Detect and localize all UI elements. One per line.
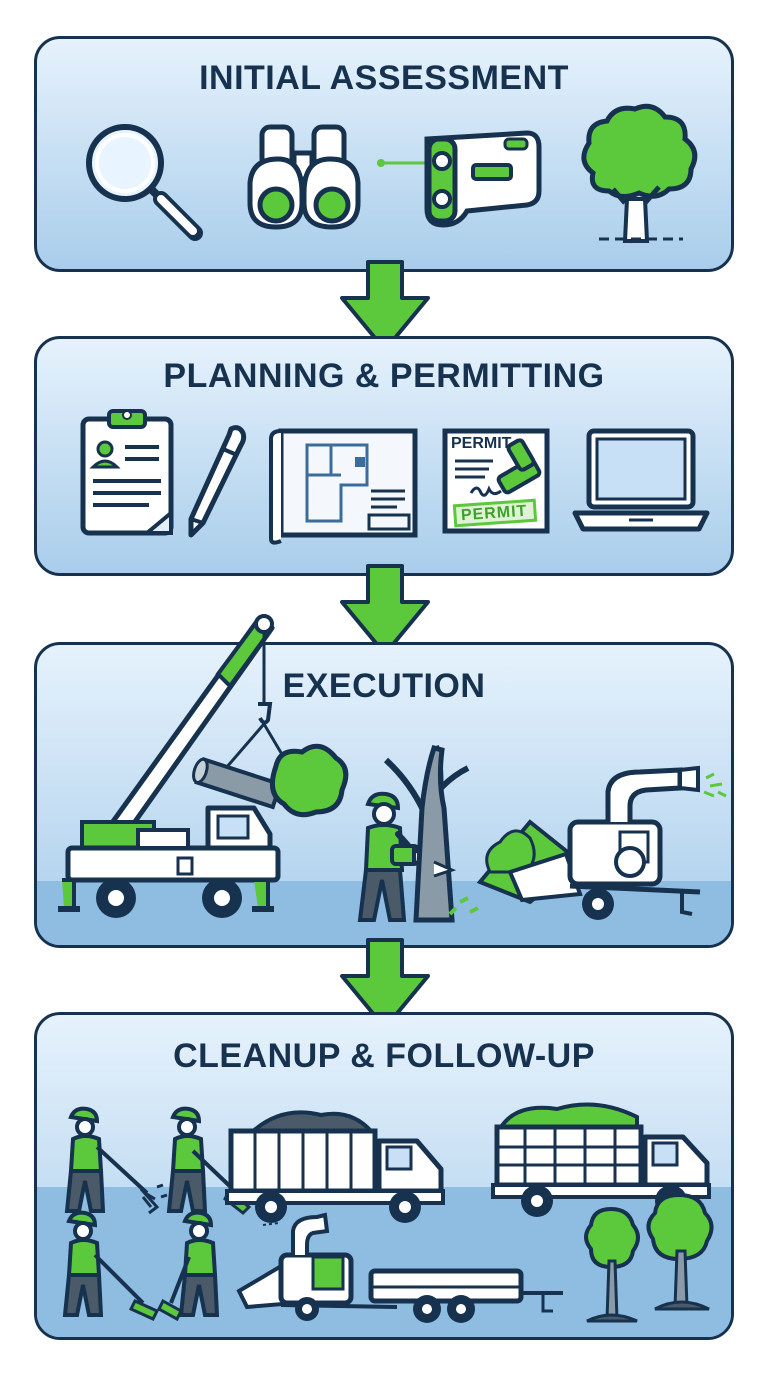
crane-truck-icon — [58, 614, 349, 918]
flow-arrow-2 — [340, 564, 430, 656]
wood-chipper-icon — [236, 1212, 398, 1321]
stage-initial-assessment: INITIAL ASSESSMENT — [34, 36, 734, 272]
dump-truck-icon — [225, 1110, 445, 1223]
chip-truck-icon — [491, 1102, 711, 1217]
blueprint-icon — [269, 428, 418, 545]
flow-arrow-1 — [340, 260, 430, 352]
stage-title: PLANNING & PERMITTING — [163, 357, 605, 395]
clipboard-icon — [80, 409, 174, 536]
stage-title: INITIAL ASSESSMENT — [199, 59, 569, 97]
tree-icon — [584, 1206, 640, 1323]
rangefinder-icon — [377, 130, 542, 228]
worker-rake-icon — [64, 1106, 168, 1215]
tree-icon — [646, 1192, 714, 1311]
binoculars-icon — [247, 124, 361, 230]
trailer-icon — [368, 1268, 563, 1323]
tree-icon — [581, 103, 698, 244]
pen-icon — [188, 425, 247, 538]
worker-rake-icon — [62, 1210, 160, 1321]
stage-cleanup-followup: CLEANUP & FOLLOW-UP — [34, 1012, 734, 1340]
stage-planning-permitting: PLANNING & PERMITTING — [34, 336, 734, 576]
flow-arrow-3 — [340, 938, 430, 1030]
magnifier-icon — [86, 124, 203, 241]
tree-trunk-icon — [383, 744, 479, 923]
permit-icon — [442, 428, 550, 534]
wood-chipper-icon — [476, 765, 727, 920]
stage-title: EXECUTION — [282, 667, 486, 705]
worker-broom-icon — [157, 1210, 220, 1322]
permit-header-text: PERMIT — [451, 435, 512, 452]
stage-title: CLEANUP & FOLLOW-UP — [173, 1037, 595, 1075]
laptop-icon — [572, 428, 710, 532]
